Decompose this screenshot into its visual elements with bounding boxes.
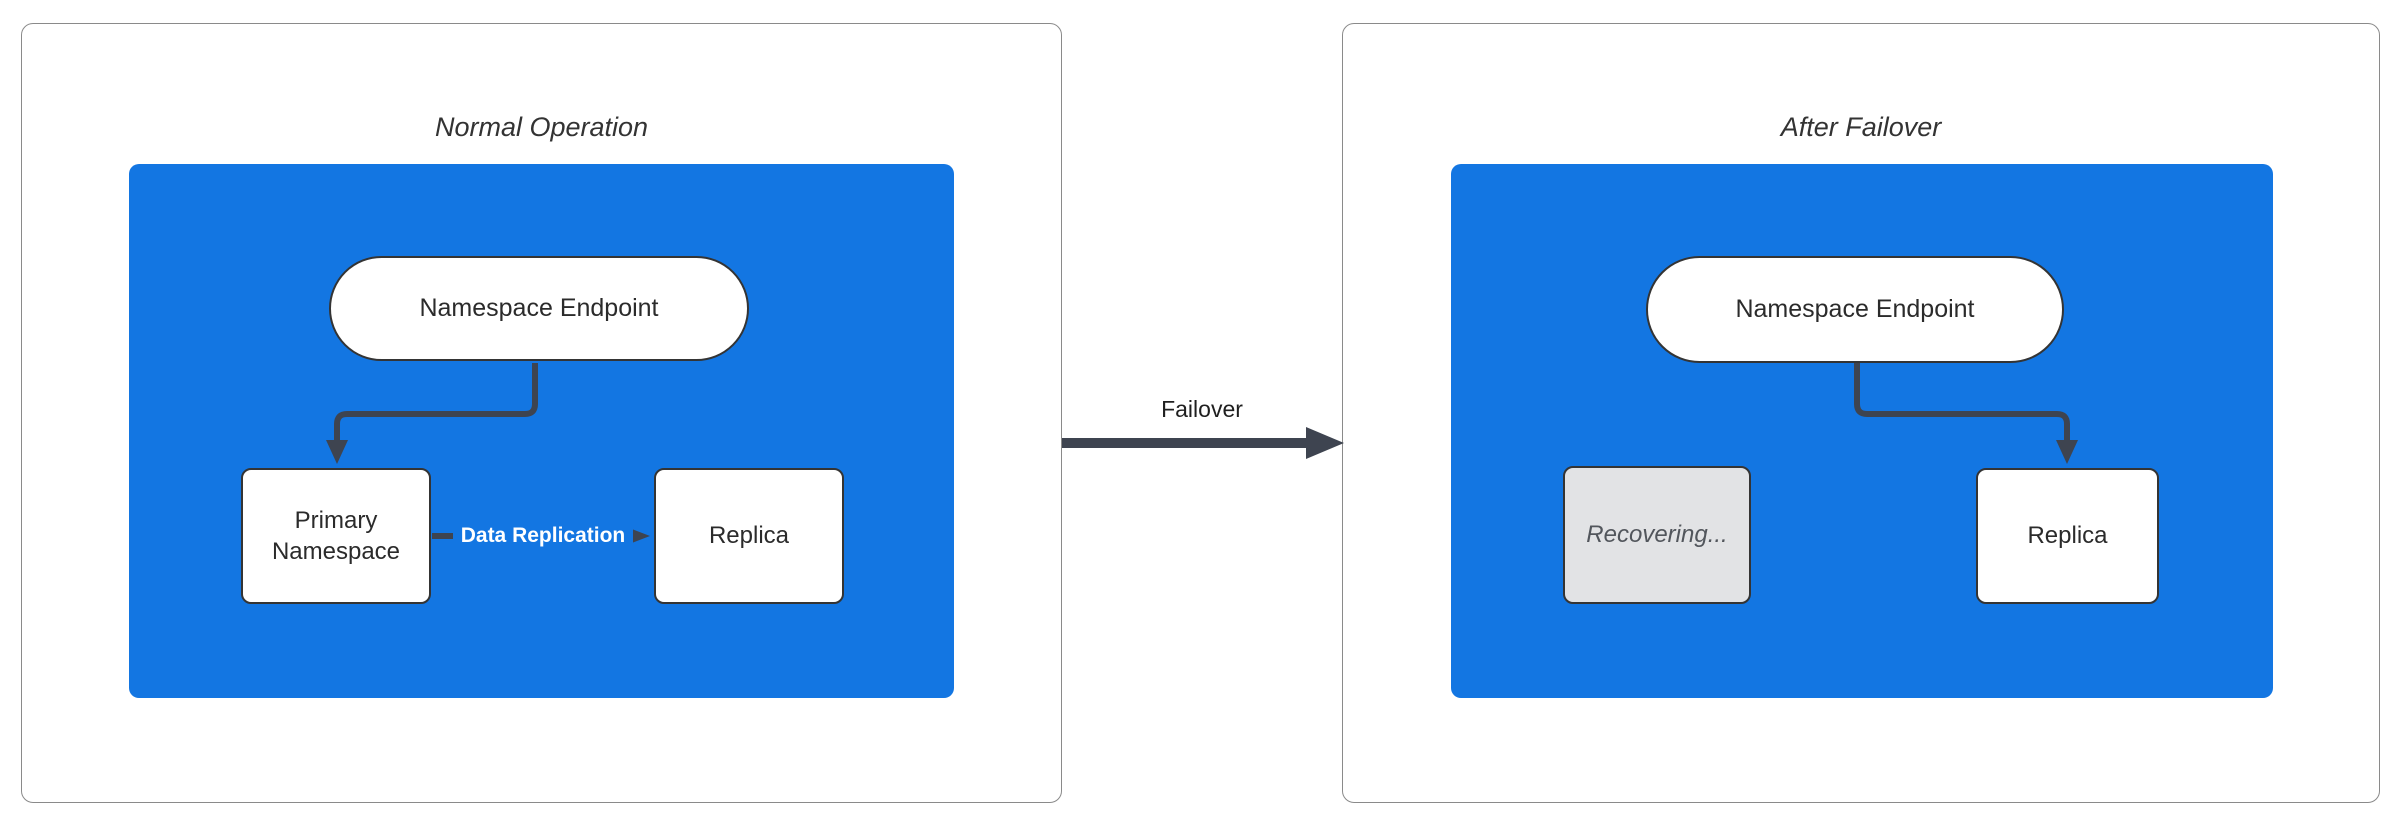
panel-normal-operation: Normal Operation Namespace Endpoint Prim…: [21, 23, 1062, 803]
node-namespace-endpoint-left: Namespace Endpoint: [329, 256, 749, 361]
edge-label-data-replication: Data Replication: [452, 522, 634, 550]
node-label: Primary Namespace: [271, 506, 401, 565]
node-primary-namespace: Primary Namespace: [241, 468, 431, 604]
node-label: Recovering...: [1586, 521, 1728, 549]
node-label: Replica: [2027, 522, 2108, 550]
node-replica-left: Replica: [654, 468, 844, 604]
node-label: Namespace Endpoint: [1735, 295, 1975, 323]
panel-after-failover: After Failover Namespace Endpoint Recove…: [1342, 23, 2380, 803]
edge-label-wrap: Data Replication: [443, 518, 643, 554]
cluster-after-failover: [1451, 164, 2273, 698]
failover-arrowhead-icon: [1306, 427, 1344, 459]
panel-title-after-failover: After Failover: [1780, 112, 1942, 142]
panel-title-normal-operation: Normal Operation: [434, 112, 649, 142]
node-replica-right: Replica: [1976, 468, 2159, 604]
failover-arrow-label: Failover: [1161, 396, 1243, 422]
node-label: Replica: [708, 522, 790, 550]
node-namespace-endpoint-right: Namespace Endpoint: [1646, 256, 2064, 363]
node-recovering: Recovering...: [1563, 466, 1751, 604]
node-label: Namespace Endpoint: [419, 294, 659, 322]
cluster-normal-operation: [129, 164, 954, 698]
